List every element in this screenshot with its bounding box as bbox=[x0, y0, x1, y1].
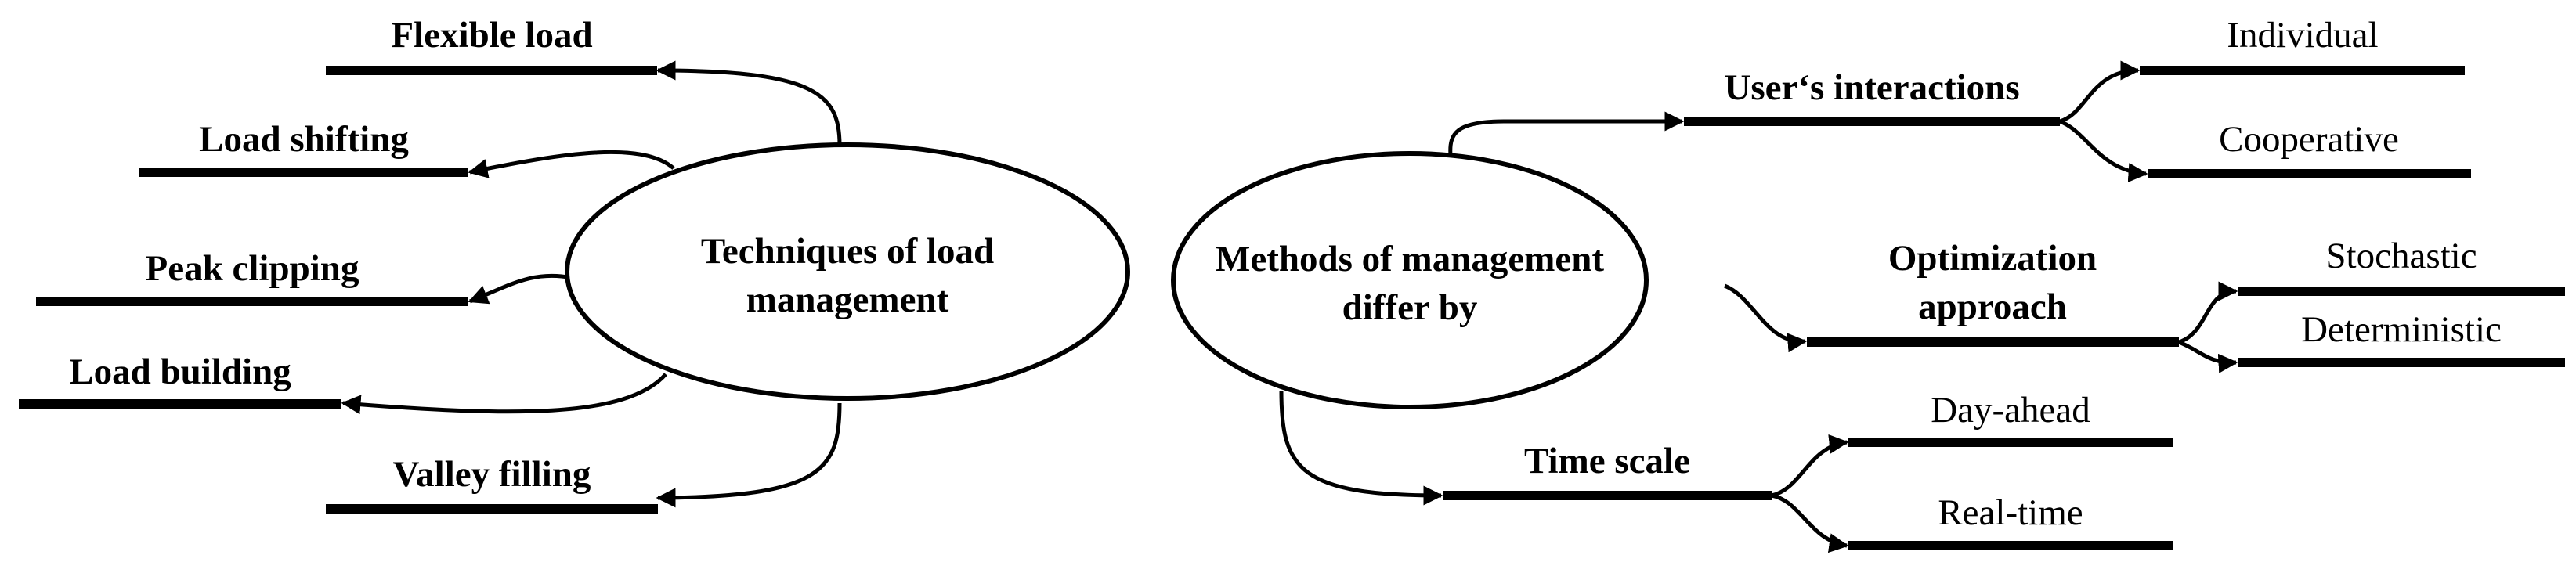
branch-load-shifting-label: Load shifting bbox=[199, 119, 409, 160]
connector-deterministic bbox=[2178, 340, 2238, 373]
branch-valley-filling-label: Valley filling bbox=[393, 454, 591, 495]
connector-flexible-load bbox=[656, 60, 842, 146]
bar-load-building bbox=[19, 399, 341, 409]
techniques-center-node bbox=[565, 142, 1130, 401]
bar-load-shifting bbox=[139, 168, 468, 177]
methods-center-label-line1: Methods of management bbox=[1216, 239, 1604, 279]
bar-cooperative bbox=[2148, 169, 2471, 178]
category-optimization-label-line1: Optimization bbox=[1888, 238, 2097, 279]
connector-users-interactions bbox=[1448, 111, 1685, 156]
category-users-interactions-label: User‘s interactions bbox=[1724, 67, 2019, 108]
category-time-scale-label: Time scale bbox=[1524, 441, 1690, 481]
branch-load-building-label: Load building bbox=[69, 351, 291, 392]
connector-valley-filling bbox=[656, 402, 842, 508]
option-cooperative-label: Cooperative bbox=[2219, 119, 2399, 160]
methods-center-node bbox=[1171, 151, 1649, 409]
bar-users-interactions bbox=[1684, 117, 2060, 126]
option-real-time-label: Real-time bbox=[1938, 492, 2083, 533]
connector-load-shifting bbox=[468, 150, 675, 178]
connector-real-time bbox=[1771, 493, 1849, 553]
bar-stochastic bbox=[2238, 286, 2565, 296]
connector-load-building bbox=[341, 373, 667, 415]
bar-day-ahead bbox=[1848, 438, 2173, 447]
techniques-center-label-line2: management bbox=[746, 279, 949, 320]
connector-optimization-approach bbox=[1723, 283, 1808, 353]
connector-individual bbox=[2059, 60, 2141, 124]
bar-time-scale bbox=[1443, 491, 1772, 500]
connector-cooperative bbox=[2059, 119, 2148, 182]
bar-flexible-load bbox=[326, 66, 657, 75]
bar-individual bbox=[2140, 66, 2465, 75]
bar-real-time bbox=[1848, 541, 2173, 550]
branch-flexible-load-label: Flexible load bbox=[391, 15, 592, 56]
bar-valley-filling bbox=[326, 504, 658, 514]
bar-deterministic bbox=[2238, 358, 2565, 367]
category-optimization-label-line2: approach bbox=[1918, 286, 2067, 327]
connector-peak-clipping bbox=[468, 273, 573, 305]
bar-peak-clipping bbox=[36, 297, 468, 306]
techniques-center-label-line1: Techniques of load bbox=[701, 231, 994, 272]
branch-peak-clipping-label: Peak clipping bbox=[146, 248, 359, 289]
right-mindmap: Methods of management differ by User‘s i… bbox=[1171, 15, 2565, 553]
option-day-ahead-label: Day-ahead bbox=[1931, 390, 2090, 431]
connector-stochastic bbox=[2178, 281, 2238, 344]
connector-day-ahead bbox=[1771, 434, 1849, 498]
connector-time-scale bbox=[1279, 391, 1443, 506]
option-stochastic-label: Stochastic bbox=[2325, 236, 2477, 276]
option-deterministic-label: Deterministic bbox=[2301, 309, 2502, 350]
bar-optimization-approach bbox=[1807, 337, 2179, 347]
option-individual-label: Individual bbox=[2227, 15, 2378, 56]
methods-center-label-line2: differ by bbox=[1342, 287, 1478, 328]
left-mindmap: Techniques of load management Flexible l… bbox=[19, 15, 1130, 514]
